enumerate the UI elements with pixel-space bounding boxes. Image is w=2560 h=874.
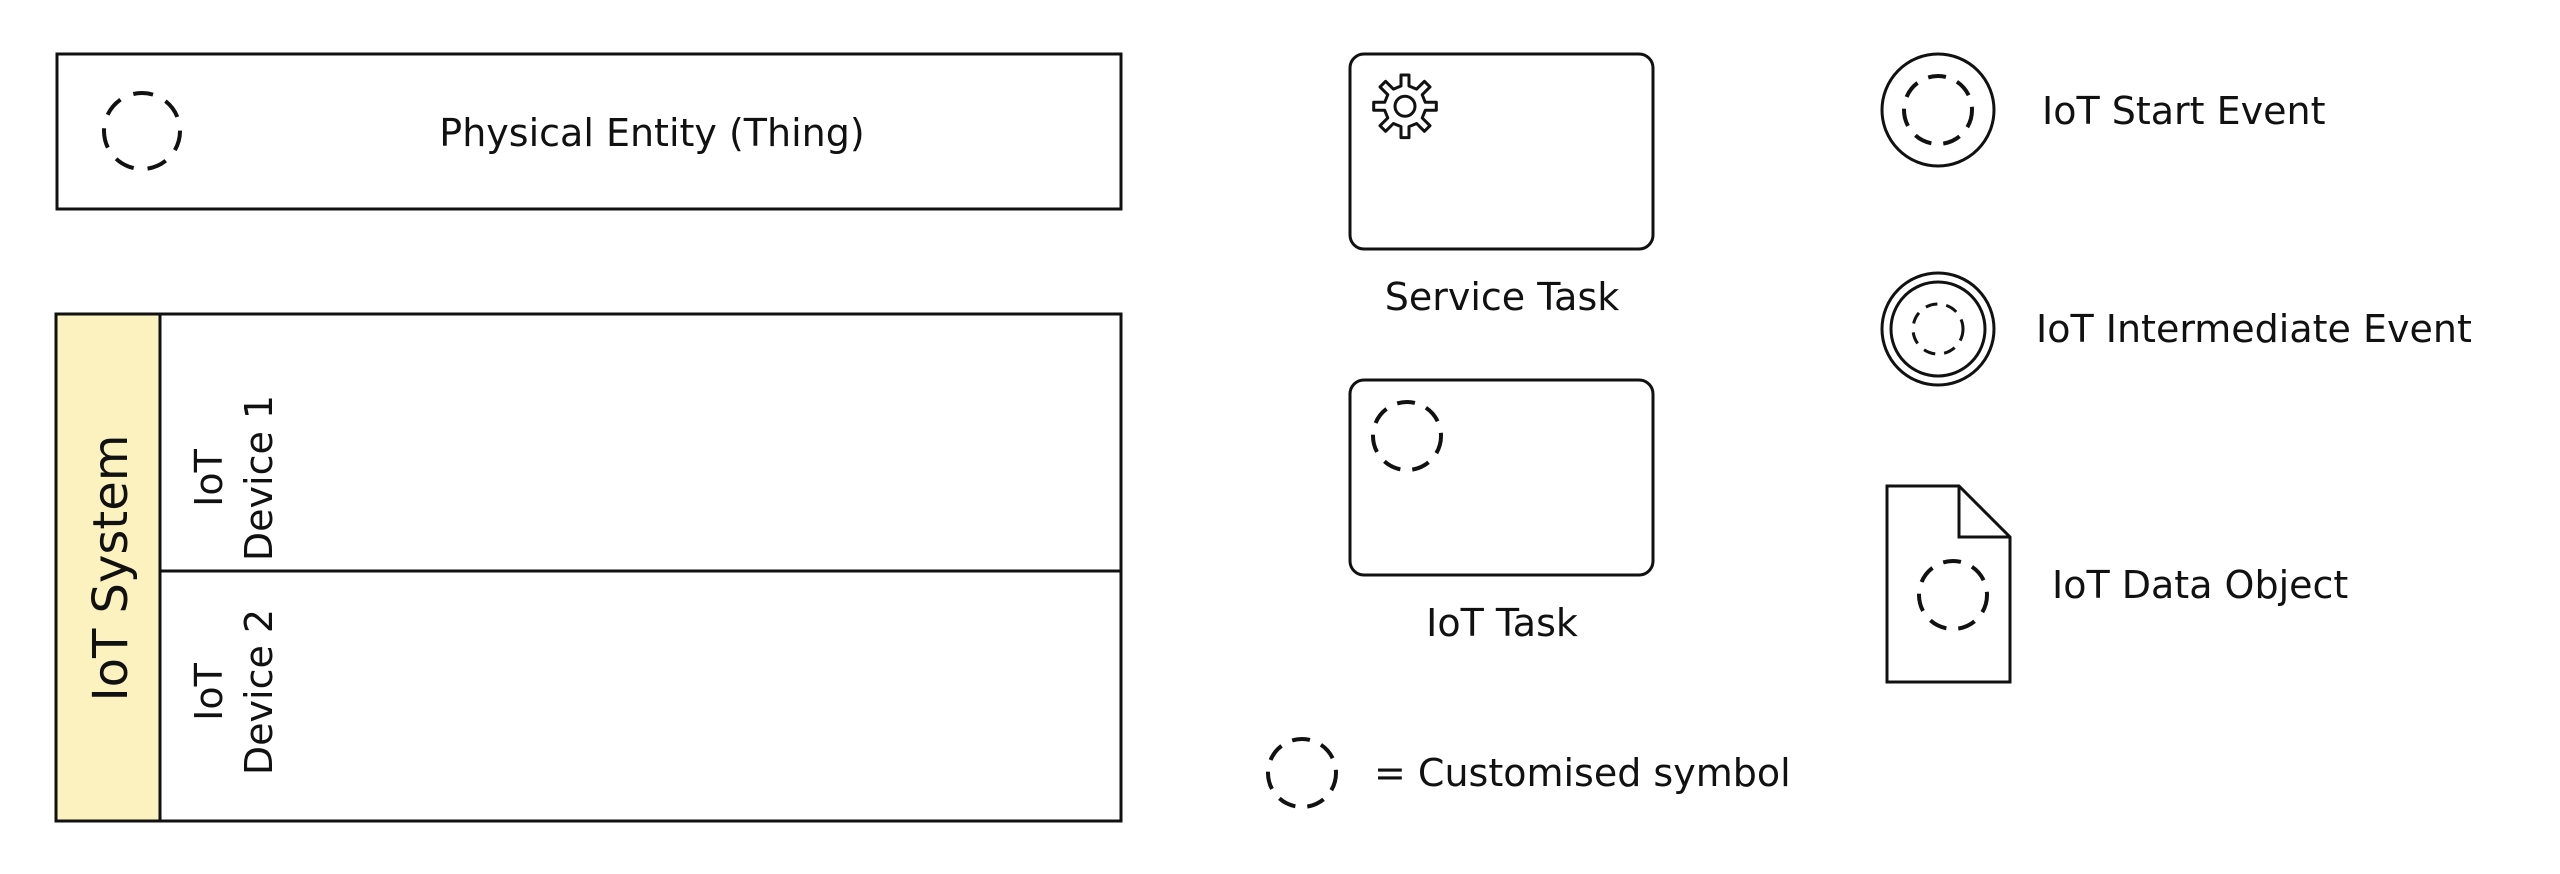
data-object-label: IoT Data Object [2052,563,2348,607]
pool-border [54,312,1123,823]
legend: = Customised symbol [1266,737,1791,809]
physical-entity: Physical Entity (Thing) [55,52,1123,211]
customised-symbol-icon [1266,737,1338,809]
customised-symbol-icon [1902,74,1974,146]
pool-header [54,312,162,823]
customised-symbol-icon [1371,400,1443,472]
gear-icon [1372,73,1438,140]
service-task-box [1348,52,1655,251]
pool-label: IoT System [83,434,139,701]
iot-system-pool: IoT System IoT Device 1 IoT Device 2 [54,312,1123,823]
lane-1-label-line2: Device 1 [237,395,281,561]
start-event-label: IoT Start Event [2042,89,2326,133]
lane-1-label-line1: IoT [187,448,231,506]
iot-data-object: IoT Data Object [1885,484,2348,684]
lane-iot-device-2: IoT Device 2 [187,609,281,775]
service-task-label: Service Task [1385,275,1620,319]
legend-label: = Customised symbol [1374,751,1791,795]
lane-iot-device-1: IoT Device 1 [187,395,281,561]
iot-start-event: IoT Start Event [1880,52,2326,168]
intermediate-event-outer [1880,271,1996,387]
lane-2-label-line1: IoT [187,662,231,720]
iot-task-box [1348,378,1655,577]
start-event-circle [1880,52,1996,168]
customised-symbol-icon [1911,302,1965,356]
physical-entity-box [55,52,1123,211]
lane-2-label-line2: Device 2 [237,609,281,775]
service-task: Service Task [1348,52,1655,319]
iot-task-label: IoT Task [1426,601,1578,645]
iot-task: IoT Task [1348,378,1655,645]
iot-intermediate-event: IoT Intermediate Event [1880,271,2472,387]
physical-entity-label: Physical Entity (Thing) [439,111,864,155]
customised-symbol-icon [102,91,182,171]
customised-symbol-icon [1917,559,1989,631]
intermediate-event-label: IoT Intermediate Event [2036,307,2472,351]
data-object-fold [1957,486,2010,539]
data-object-shape [1885,484,2012,684]
intermediate-event-inner [1889,280,1987,378]
